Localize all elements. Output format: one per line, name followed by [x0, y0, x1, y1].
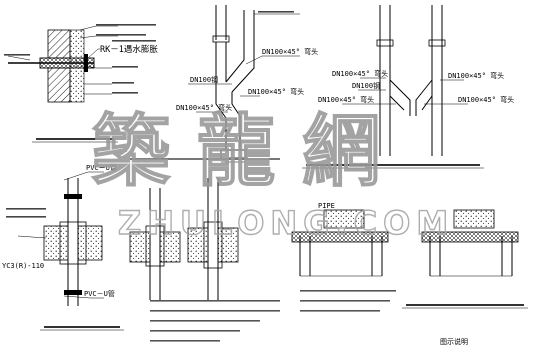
- fixture-code-label: YC3(R)-110: [2, 262, 44, 270]
- double-branch-detail: DN100×45° 弯头 DN100钢 DN100×45° 弯头 DN100×4…: [130, 5, 514, 169]
- elbow-label-b4: DN100×45° 弯头: [448, 71, 504, 80]
- steel-pipe-label-b2: DN100钢: [352, 81, 380, 90]
- note-line-4: [150, 330, 240, 332]
- detail-title-drain: [406, 304, 524, 306]
- waterstop-label: RK－1遇水膨胀: [100, 44, 158, 55]
- note-line-1: [150, 300, 280, 302]
- note-line-3: [150, 320, 260, 322]
- wall-section-upper: [47, 29, 71, 59]
- detail-title-wall: [36, 138, 114, 140]
- watermark-latin: ZHULONG.COM: [118, 204, 454, 242]
- flange: [84, 54, 88, 72]
- elbow-label-a4: DN100×45° 弯头: [176, 103, 232, 112]
- pipe-label: PIPE: [318, 202, 335, 210]
- pvc-label-bottom: PVC－U管: [84, 289, 115, 298]
- watermark: 築 龍 網 ZHULONG.COM: [91, 105, 454, 243]
- elbow-label-a1: DN100×45° 弯头: [262, 47, 318, 56]
- pvc-label-top: PVC－U管: [86, 163, 117, 172]
- detail-title-floor: [44, 326, 120, 328]
- watermark-chinese: 築 龍 網: [92, 106, 380, 197]
- floor-penetration-detail: PVC－U管 PVC－U管 YC3(R)-110: [2, 163, 280, 342]
- elbow-label-a3: DN100×45° 弯头: [248, 87, 304, 96]
- steel-pipe-label-a2: DN100钢: [190, 75, 218, 84]
- floor-drain-detail: 图示说明 PIPE: [291, 202, 528, 346]
- note-line-2: [150, 310, 280, 312]
- elbow-label-b1: DN100×45° 弯头: [332, 69, 388, 78]
- y-branch-detail: DN100×45° 弯头 DN100钢 DN100×45° 弯头 DN100×4…: [176, 5, 318, 163]
- detail-title-branch: [306, 164, 480, 166]
- note-line-5: [150, 340, 220, 342]
- elbow-label-b3: DN100×45° 弯头: [318, 95, 374, 104]
- wall-section-lower: [47, 67, 71, 103]
- stamp-label: 图示说明: [440, 337, 468, 346]
- wall-penetration-detail: RK－1遇水膨胀: [4, 24, 158, 143]
- elbow-label-b5: DN100×45° 弯头: [458, 95, 514, 104]
- note-line-top: [130, 158, 280, 160]
